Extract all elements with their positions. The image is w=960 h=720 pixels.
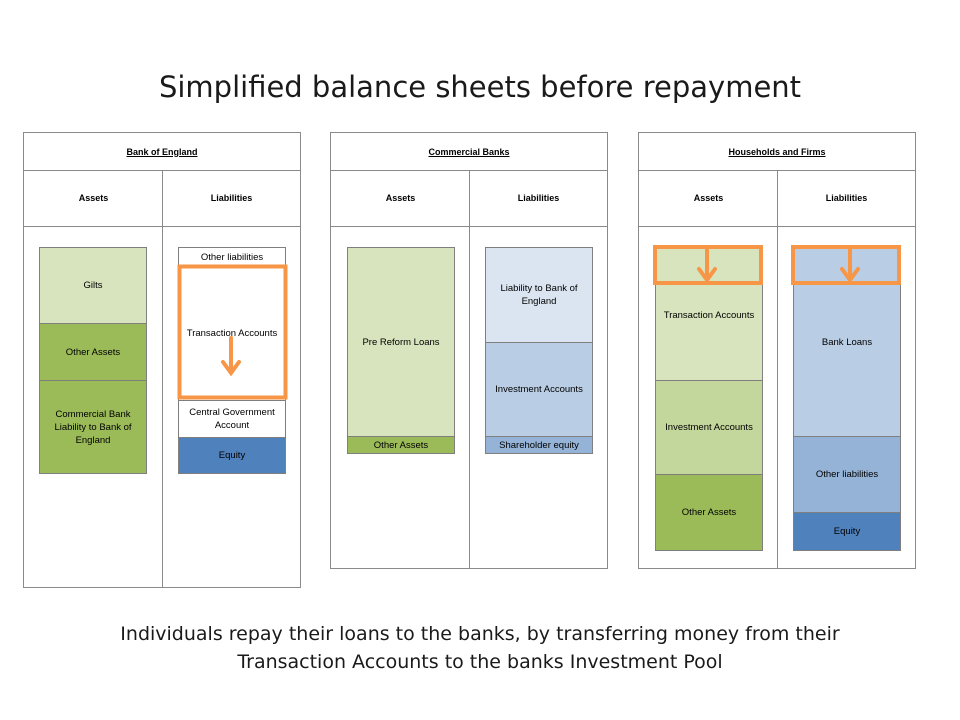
liability-block-bank-loans-removed xyxy=(793,247,901,283)
liability-block-equity: Equity xyxy=(793,512,901,551)
liability-block-investment-accounts: Investment Accounts xyxy=(485,342,593,437)
liability-block-shareholder-equity: Shareholder equity xyxy=(485,436,593,454)
asset-block-transaction-accounts-removed xyxy=(655,247,763,283)
sheet-header: Households and Firms xyxy=(639,133,915,171)
asset-block-commercial-bank-liability: Commercial Bank Liability to Bank of Eng… xyxy=(39,380,147,474)
caption-line-1: Individuals repay their loans to the ban… xyxy=(120,623,840,645)
liabilities-column-header: Liabilities xyxy=(163,170,300,227)
assets-column-header: Assets xyxy=(331,170,470,227)
liabilities-column-header: Liabilities xyxy=(778,170,915,227)
assets-column-header: Assets xyxy=(639,170,778,227)
liabilities-column-header: Liabilities xyxy=(470,170,607,227)
liability-block-liability-to-bank-of-england: Liability to Bank of England xyxy=(485,247,593,343)
asset-block-investment-accounts: Investment Accounts xyxy=(655,380,763,475)
asset-block-pre-reform-loans: Pre Reform Loans xyxy=(347,247,455,437)
liability-block-other-liabilities: Other liabilities xyxy=(178,247,286,267)
slide-title: Simplified balance sheets before repayme… xyxy=(158,70,802,104)
caption-line-2: Transaction Accounts to the banks Invest… xyxy=(237,651,723,673)
balance-sheet-bank-of-england: Bank of England Assets Liabilities Gilts… xyxy=(23,132,301,588)
column-divider xyxy=(162,170,163,587)
sheet-header: Commercial Banks xyxy=(331,133,607,171)
sheet-header: Bank of England xyxy=(24,133,300,171)
asset-block-transaction-accounts: Transaction Accounts xyxy=(655,282,763,381)
asset-block-other-assets: Other Assets xyxy=(347,436,455,454)
column-divider xyxy=(469,170,470,568)
column-divider xyxy=(777,170,778,568)
liability-block-transaction-accounts: Transaction Accounts xyxy=(178,266,286,401)
asset-block-other-assets: Other Assets xyxy=(39,323,147,381)
slide-caption: Individuals repay their loans to the ban… xyxy=(60,620,900,676)
balance-sheet-households-and-firms: Households and Firms Assets Liabilities … xyxy=(638,132,916,569)
asset-block-gilts: Gilts xyxy=(39,247,147,324)
liability-block-other-liabilities: Other liabilities xyxy=(793,436,901,513)
balance-sheet-commercial-banks: Commercial Banks Assets Liabilities Pre … xyxy=(330,132,608,569)
liability-block-central-government-account: Central Government Account xyxy=(178,400,286,438)
assets-column-header: Assets xyxy=(24,170,163,227)
liability-block-equity: Equity xyxy=(178,437,286,474)
liability-block-bank-loans: Bank Loans xyxy=(793,282,901,437)
asset-block-other-assets: Other Assets xyxy=(655,474,763,551)
